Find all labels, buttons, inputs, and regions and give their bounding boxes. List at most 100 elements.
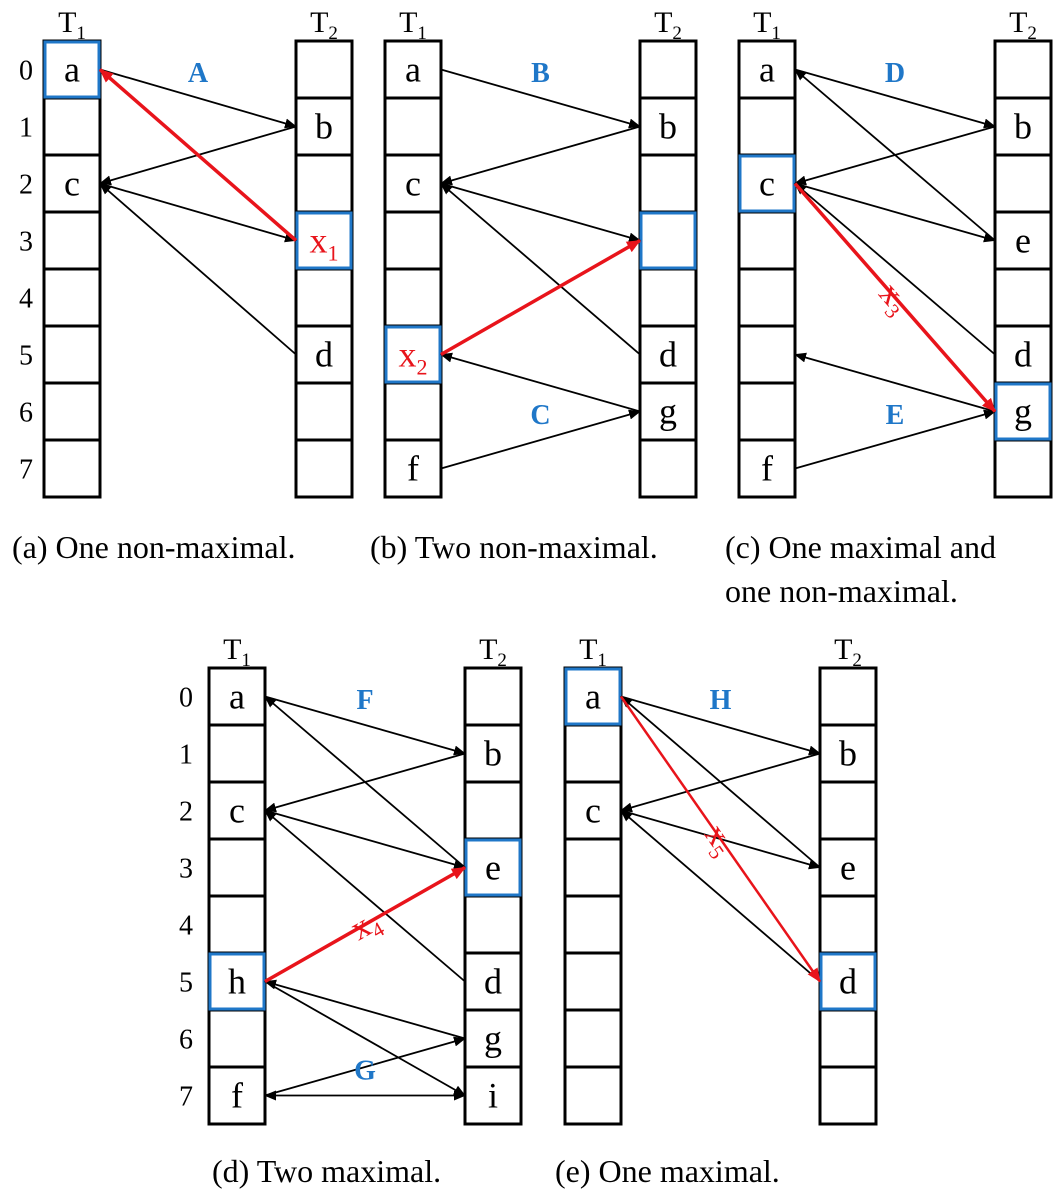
cell-value: b bbox=[315, 107, 333, 147]
cell-value: c bbox=[759, 164, 775, 204]
edge-label: B bbox=[531, 58, 550, 89]
table-t1: T1 a c h f bbox=[207, 633, 267, 1126]
conflict-edge bbox=[264, 865, 466, 984]
table-cell bbox=[737, 267, 797, 328]
table-cell bbox=[563, 894, 623, 955]
cell-value: f bbox=[407, 449, 419, 489]
dependency-edge bbox=[440, 352, 641, 413]
dependency-edge bbox=[264, 979, 466, 1040]
table-cell bbox=[563, 837, 623, 898]
table-cell bbox=[993, 39, 1053, 100]
table-cell bbox=[207, 894, 267, 955]
dependency-edge bbox=[794, 352, 996, 413]
table-label: T1 bbox=[58, 6, 86, 44]
table-label: T2 bbox=[654, 6, 682, 44]
table-cell bbox=[993, 438, 1053, 499]
table-cell bbox=[294, 381, 354, 442]
dependency-edge bbox=[264, 809, 466, 983]
cell-value: b bbox=[1014, 107, 1032, 147]
table-label: T1 bbox=[579, 633, 607, 671]
cell-value: g bbox=[659, 392, 677, 432]
highlighted-cell bbox=[384, 325, 442, 384]
table-cell bbox=[563, 1065, 623, 1126]
cell-value: d bbox=[1014, 335, 1032, 375]
cell-value: c bbox=[64, 164, 80, 204]
row-index: 2 bbox=[19, 170, 33, 201]
highlighted-cell bbox=[819, 952, 877, 1011]
caption: (b) Two non-maximal. bbox=[370, 529, 658, 565]
table-t1: T1 a c bbox=[42, 6, 102, 499]
edge-label: F bbox=[356, 685, 373, 716]
cell-value: c bbox=[229, 791, 245, 831]
dependency-edge bbox=[794, 182, 996, 356]
table-cell bbox=[818, 666, 878, 727]
cell-value: h bbox=[228, 962, 246, 1002]
table-cell bbox=[638, 267, 698, 328]
table-cell bbox=[563, 951, 623, 1012]
row-index: 5 bbox=[19, 341, 33, 372]
table-cell bbox=[383, 381, 443, 442]
table-label: T1 bbox=[753, 6, 781, 44]
dependency-edge bbox=[264, 695, 466, 869]
highlighted-cell bbox=[564, 667, 622, 726]
dependency-edge bbox=[620, 695, 821, 869]
row-index: 6 bbox=[179, 1025, 193, 1056]
table-cell bbox=[563, 1008, 623, 1069]
table-cell bbox=[638, 438, 698, 499]
table-cell bbox=[463, 780, 523, 841]
edge-label: E bbox=[886, 400, 905, 431]
table-cell bbox=[207, 837, 267, 898]
table-label: T2 bbox=[834, 633, 862, 671]
row-index: 0 bbox=[179, 683, 193, 714]
table-cell bbox=[42, 381, 102, 442]
table-cell bbox=[463, 894, 523, 955]
table-cell bbox=[818, 894, 878, 955]
cell-value: e bbox=[840, 848, 856, 888]
table-label: T2 bbox=[479, 633, 507, 671]
dependency-edge bbox=[99, 182, 297, 356]
table-label: T1 bbox=[223, 633, 251, 671]
highlighted-cell bbox=[639, 211, 697, 270]
row-index: 4 bbox=[179, 911, 193, 942]
table-label: T1 bbox=[399, 6, 427, 44]
row-index: 0 bbox=[19, 56, 33, 87]
table-cell bbox=[207, 1008, 267, 1069]
cell-value: a bbox=[64, 50, 80, 90]
row-index: 5 bbox=[179, 968, 193, 999]
dependency-edge bbox=[440, 182, 641, 356]
cell-value: a bbox=[585, 677, 601, 717]
highlighted-cell bbox=[43, 40, 101, 99]
dependency-edge bbox=[99, 182, 297, 243]
highlighted-cell bbox=[464, 838, 522, 897]
cell-value: a bbox=[229, 677, 245, 717]
table-cell bbox=[737, 96, 797, 157]
caption: (c) One maximal and bbox=[725, 529, 996, 565]
highlighted-cell bbox=[738, 154, 796, 213]
cell-value: d bbox=[659, 335, 677, 375]
table-cell bbox=[818, 1008, 878, 1069]
cell-value: b bbox=[484, 734, 502, 774]
table-cell bbox=[383, 210, 443, 271]
edge-label: H bbox=[710, 685, 732, 716]
cell-value: f bbox=[231, 1076, 243, 1116]
table-cell bbox=[993, 153, 1053, 214]
dependency-edge bbox=[794, 182, 996, 243]
row-index: 6 bbox=[19, 398, 33, 429]
conflict-label: x4 bbox=[344, 902, 389, 951]
cell-value: g bbox=[1014, 392, 1032, 432]
table-cell bbox=[563, 723, 623, 784]
table-cell bbox=[42, 210, 102, 271]
cell-value: c bbox=[405, 164, 421, 204]
table-cell bbox=[383, 96, 443, 157]
table-cell bbox=[818, 780, 878, 841]
table-cell bbox=[638, 153, 698, 214]
